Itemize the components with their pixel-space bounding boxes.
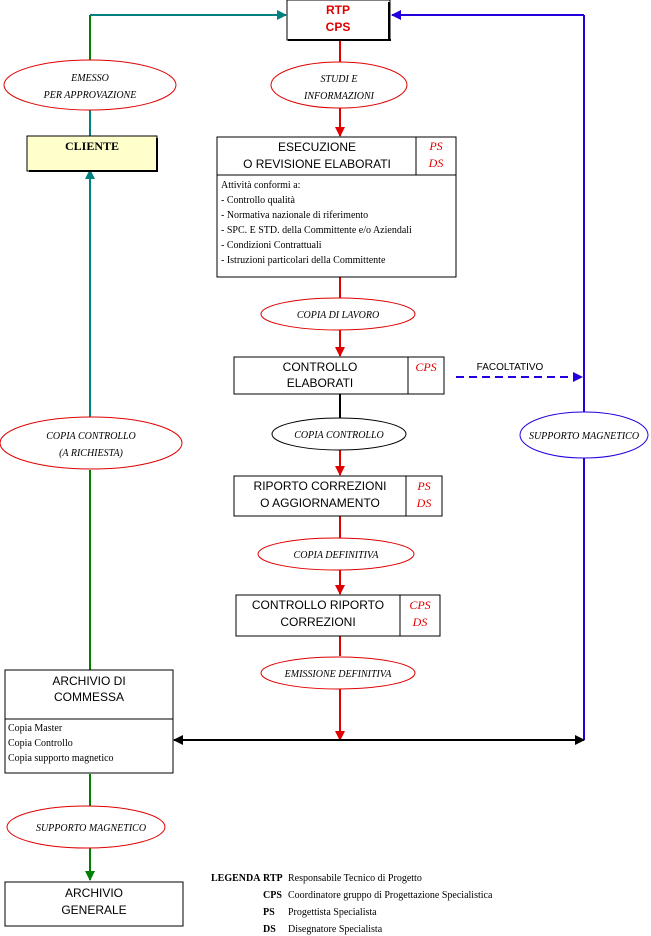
legend-text: Disegnatore Specialista (288, 924, 383, 935)
esecuzione-role-ds: DS (428, 156, 444, 170)
emissione-definitiva-label: EMISSIONE DEFINITIVA (284, 669, 393, 680)
archivio-commessa-box: ARCHIVIO DI COMMESSA Copia Master Copia … (4, 669, 174, 774)
supporto-bottom-label: SUPPORTO MAGNETICO (36, 823, 146, 834)
emissione-definitiva-ellipse: EMISSIONE DEFINITIVA (260, 656, 416, 690)
activity-item: - SPC. E STD. della Committente e/o Azie… (221, 225, 412, 236)
copia-controllo-mid-ellipse: COPIA CONTROLLO (271, 417, 407, 451)
controllo-riporto-box: CONTROLLO RIPORTO CORREZIONI CPS DS (235, 594, 441, 637)
archivio-item: Copia Controllo (8, 738, 73, 749)
activities-title: Attività conformi a: (221, 180, 300, 191)
copia-controllo-left-line-2: (A RICHIESTA) (59, 448, 123, 459)
legend-code: RTP (263, 873, 283, 884)
legend-code: DS (263, 924, 276, 935)
supporto-right-ellipse: SUPPORTO MAGNETICO (519, 411, 649, 459)
riporto-title-1: RIPORTO CORREZIONI (254, 479, 387, 493)
riporto-role-ds: DS (416, 496, 432, 510)
cps-label: CPS (326, 20, 351, 34)
controllo-riporto-role-cps: CPS (409, 598, 430, 612)
activity-item: - Controllo qualità (221, 195, 295, 206)
controllo-riporto-title-2: CORREZIONI (280, 615, 355, 629)
copia-controllo-left-ellipse: COPIA CONTROLLO (A RICHIESTA) (0, 416, 183, 470)
cliente-label: CLIENTE (65, 139, 119, 153)
esecuzione-title-1: ESECUZIONE (278, 140, 356, 154)
emesso-line-1: EMESSO (70, 73, 109, 84)
copia-definitiva-ellipse: COPIA DEFINITIVA (257, 537, 415, 571)
archivio-generale-title-1: ARCHIVIO (65, 886, 123, 900)
copia-controllo-mid-label: COPIA CONTROLLO (294, 430, 384, 441)
riporto-role-ps: PS (416, 479, 430, 493)
legend-label: LEGENDA (211, 873, 261, 884)
emesso-ellipse: EMESSO PER APPROVAZIONE (3, 59, 177, 111)
archivio-item: Copia supporto magnetico (8, 753, 114, 764)
supporto-bottom-ellipse: SUPPORTO MAGNETICO (6, 805, 166, 849)
controllo-riporto-role-ds: DS (412, 615, 428, 629)
supporto-right-label: SUPPORTO MAGNETICO (529, 431, 639, 442)
archivio-generale-title-2: GENERALE (61, 903, 126, 917)
esecuzione-role-ps: PS (428, 139, 442, 153)
archivio-commessa-title-1: ARCHIVIO DI (52, 674, 125, 688)
studi-line-1: STUDI E (321, 74, 358, 85)
legend-text: Responsabile Tecnico di Progetto (288, 873, 422, 884)
controllo-riporto-title-1: CONTROLLO RIPORTO (252, 598, 384, 612)
facoltativo-label: FACOLTATIVO (477, 362, 544, 373)
studi-line-2: INFORMAZIONI (303, 91, 375, 102)
activity-item: - Normativa nazionale di riferimento (221, 210, 368, 221)
legend-text: Progettista Specialista (288, 907, 377, 918)
cliente-box: CLIENTE (26, 135, 158, 172)
archivio-item: Copia Master (8, 723, 63, 734)
archivio-commessa-title-2: COMMESSA (54, 690, 124, 704)
legend-code: PS (263, 907, 275, 918)
esecuzione-title-2: O REVISIONE ELABORATI (243, 157, 391, 171)
rtp-cps-box: RTP CPS (286, 0, 391, 41)
archivio-generale-box: ARCHIVIO GENERALE (4, 881, 184, 927)
riporto-title-2: O AGGIORNAMENTO (260, 496, 380, 510)
studi-ellipse: STUDI E INFORMAZIONI (270, 61, 408, 109)
activity-item: - Istruzioni particolari della Committen… (221, 255, 386, 266)
copia-definitiva-label: COPIA DEFINITIVA (294, 550, 380, 561)
copia-lavoro-label: COPIA DI LAVORO (297, 310, 379, 321)
controllo-elaborati-box: CONTROLLO ELABORATI CPS (233, 356, 445, 395)
copia-lavoro-ellipse: COPIA DI LAVORO (260, 297, 416, 331)
controllo-role-cps: CPS (415, 360, 436, 374)
legend-code: CPS (263, 890, 282, 901)
copia-controllo-left-line-1: COPIA CONTROLLO (46, 431, 136, 442)
riporto-correzioni-box: RIPORTO CORREZIONI O AGGIORNAMENTO PS DS (233, 475, 443, 517)
activity-item: - Condizioni Contrattuali (221, 240, 322, 251)
legend-text: Coordinatore gruppo di Progettazione Spe… (288, 890, 493, 901)
emesso-line-2: PER APPROVAZIONE (43, 90, 137, 101)
controllo-title-2: ELABORATI (287, 376, 353, 390)
legend: LEGENDA RTP Responsabile Tecnico di Prog… (211, 873, 493, 935)
esecuzione-box: ESECUZIONE O REVISIONE ELABORATI PS DS A… (216, 136, 457, 278)
controllo-title-1: CONTROLLO (283, 360, 358, 374)
rtp-label: RTP (326, 3, 350, 17)
